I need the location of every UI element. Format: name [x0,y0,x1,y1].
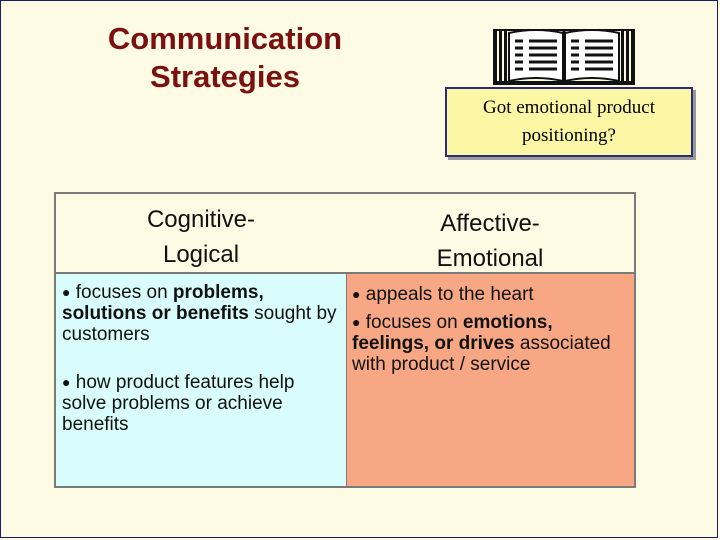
slide-title: Communication Strategies [70,20,380,96]
bullet-icon: ● [352,286,361,302]
book-icon [493,29,635,85]
item-emphasis: emotions, feelings, or drives [352,312,553,354]
item-emphasis: problems, solutions or benefits [62,282,264,324]
heading-line-1: Affective- [440,210,540,237]
cognitive-logical-heading: Cognitive- Logical [54,192,347,272]
title-line-1: Communication [107,21,343,56]
item-text: how product features help solve problems… [62,372,295,435]
cognitive-logical-body: ● focuses on problems, solutions or bene… [54,272,347,488]
item-text-end: sought by customers [62,303,337,345]
title-line-2: Strategies [150,59,300,94]
list-item: ● appeals to the heart [352,284,630,305]
bullet-icon: ● [352,314,361,330]
item-text-end: associated with product / service [352,333,611,375]
item-text: focuses on [70,282,173,303]
callout-line-1: Got emotional product [482,97,656,118]
list-item: ● how product features help solve proble… [62,372,340,435]
heading-line-2: Logical [162,241,240,268]
list-item: ● focuses on problems, solutions or bene… [62,282,340,345]
affective-emotional-column: Affective- Emotional ● appeals to the he… [346,192,636,488]
bullet-icon: ● [62,374,71,390]
callout-box: Got emotional product positioning? [445,87,693,157]
item-text: appeals to the heart [360,284,534,305]
item-text: focuses on [360,312,463,333]
heading-line-2: Emotional [436,245,544,272]
callout-line-2: positioning? [522,125,616,146]
bullet-icon: ● [62,284,71,300]
list-item: ● focuses on emotions, feelings, or driv… [352,312,630,375]
cognitive-logical-column: Cognitive- Logical ● focuses on problems… [54,192,347,488]
affective-emotional-body: ● appeals to the heart ● focuses on emot… [346,272,636,488]
affective-emotional-heading: Affective- Emotional [346,192,636,272]
heading-line-1: Cognitive- [146,206,256,233]
